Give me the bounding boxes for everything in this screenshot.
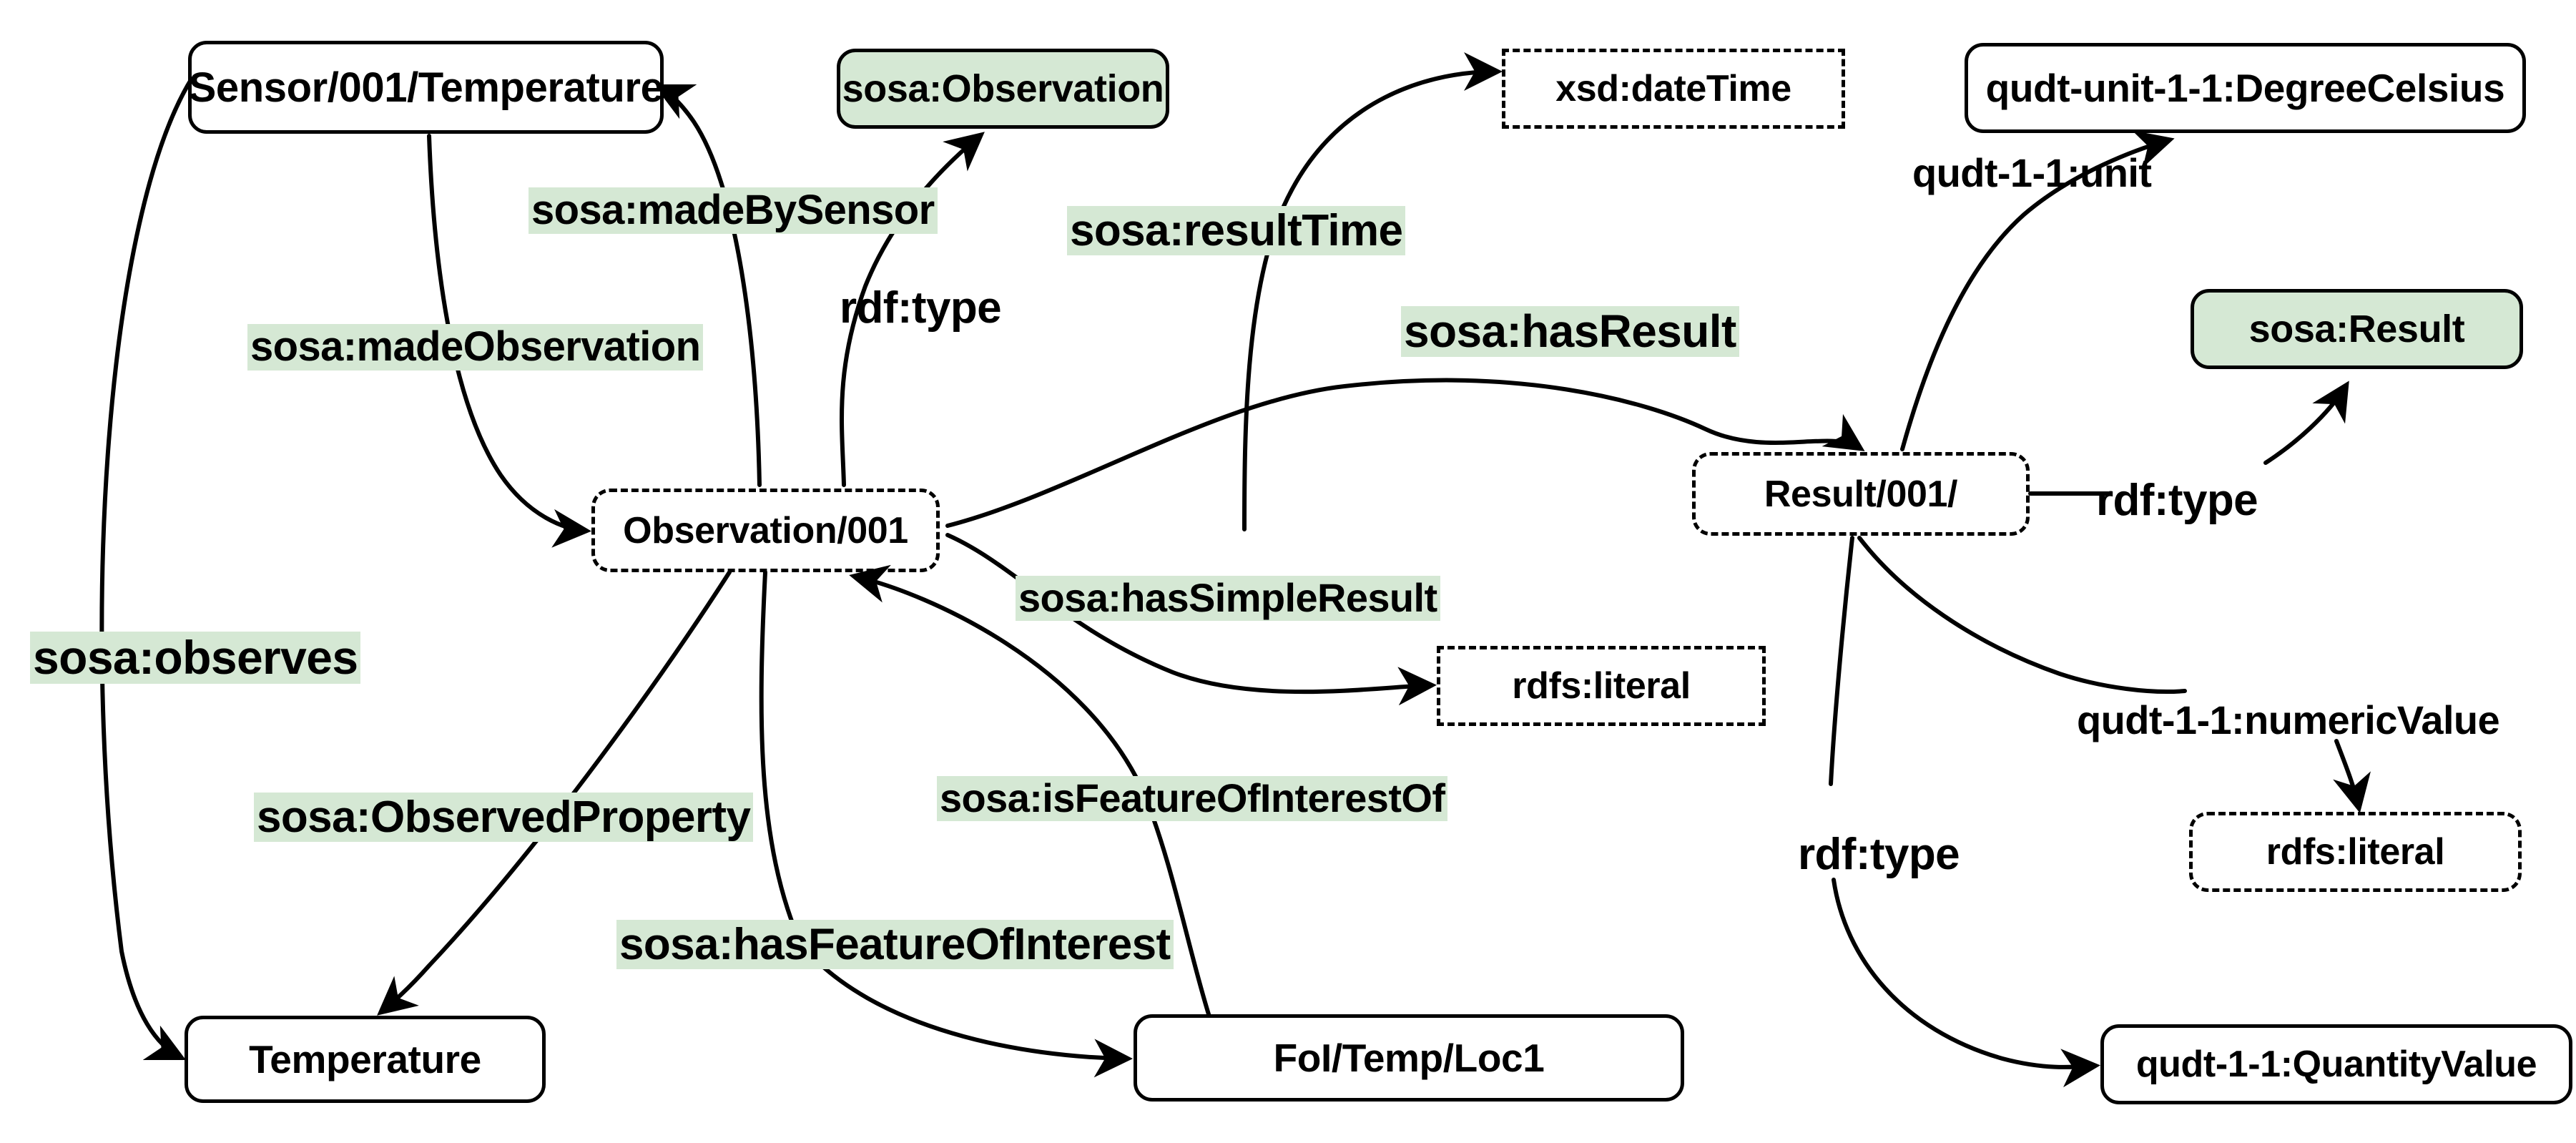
edge-label-rdf-type-result: rdf:type	[2096, 476, 2258, 525]
edge-label-observes: sosa:observes	[30, 632, 361, 685]
edge-rdf-type-result-arc	[2263, 381, 2349, 465]
node-sosa-result-class[interactable]: sosa:Result	[2191, 289, 2523, 369]
edge-label-has-feature-of-interest: sosa:hasFeatureOfInterest	[616, 920, 1174, 970]
edge-label-rdf-type-observation: rdf:type	[840, 283, 1002, 333]
edge-result-time	[1242, 52, 1503, 531]
edge-label-qudt-unit: qudt-1-1:unit	[1912, 150, 2152, 195]
edge-label-has-simple-result: sosa:hasSimpleResult	[1016, 576, 1440, 621]
node-sensor[interactable]: Sensor/001/Temperature	[188, 41, 664, 134]
node-rdfs-literal-middle[interactable]: rdfs:literal	[1437, 646, 1766, 726]
edge-rdf-type-observation	[840, 132, 985, 487]
edge-label-has-result: sosa:hasResult	[1401, 306, 1739, 358]
node-temperature[interactable]: Temperature	[185, 1016, 546, 1103]
edge-observes	[99, 77, 194, 1061]
edge-numeric-value-b	[2333, 739, 2371, 813]
edge-rdf-type-quantity-b	[1832, 878, 2100, 1088]
edge-label-rdf-type-quantity: rdf:type	[1798, 830, 1960, 879]
edge-observed-property	[377, 570, 732, 1016]
edge-numeric-value-a	[1857, 536, 2187, 694]
edge-label-numeric-value: qudt-1-1:numericValue	[2077, 697, 2500, 742]
edge-label-result-time: sosa:resultTime	[1067, 206, 1406, 256]
edge-label-made-observation: sosa:madeObservation	[247, 324, 704, 371]
edge-label-made-by-sensor: sosa:madeBySensor	[529, 187, 938, 234]
edge-has-result	[945, 378, 1865, 528]
edge-made-observation	[427, 134, 591, 548]
edge-qudt-unit	[1900, 130, 2175, 451]
edge-has-simple-result	[945, 533, 1437, 706]
edge-is-feature-of-interest-of	[849, 564, 1211, 1016]
node-xsd-datetime[interactable]: xsd:dateTime	[1502, 49, 1845, 129]
edge-label-is-feature-of-interest-of: sosa:isFeatureOfInterestOf	[937, 776, 1448, 821]
edge-made-by-sensor	[653, 84, 762, 487]
node-observation-instance[interactable]: Observation/001	[591, 489, 940, 572]
edge-label-observed-property: sosa:ObservedProperty	[254, 793, 754, 843]
node-rdfs-literal-right[interactable]: rdfs:literal	[2189, 812, 2522, 892]
edge-rdf-type-quantity-a	[1829, 536, 1854, 786]
node-sosa-observation-class[interactable]: sosa:Observation	[837, 49, 1169, 129]
node-result-instance[interactable]: Result/001/	[1692, 452, 2030, 536]
node-quantity-value[interactable]: qudt-1-1:QuantityValue	[2100, 1024, 2572, 1104]
node-degree-celsius[interactable]: qudt-unit-1-1:DegreeCelsius	[1965, 43, 2526, 133]
node-foi-temp-loc1[interactable]: FoI/Temp/Loc1	[1134, 1014, 1684, 1102]
